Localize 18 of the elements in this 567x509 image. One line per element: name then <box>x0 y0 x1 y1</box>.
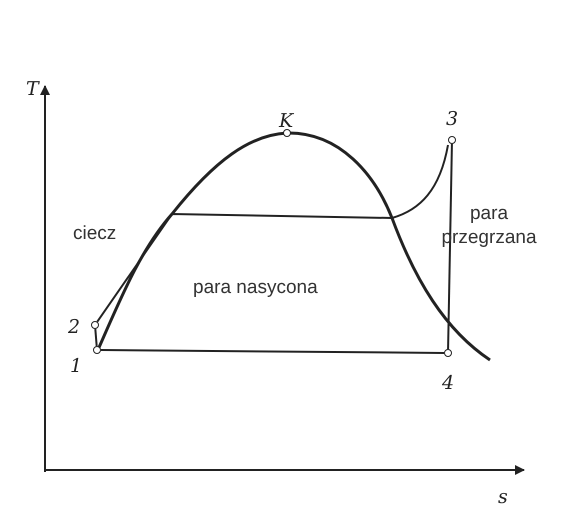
axis-label: s <box>498 488 508 507</box>
point-label: 1 <box>70 357 82 376</box>
point-label: 4 <box>442 374 454 393</box>
state-point <box>93 346 101 354</box>
cycle-line <box>447 144 453 350</box>
state-point <box>91 321 99 329</box>
region-label: ciecz <box>73 222 116 246</box>
point-label: 2 <box>68 318 80 337</box>
cycle-line <box>94 328 98 346</box>
point-label: K <box>279 112 294 131</box>
cycle-line <box>96 144 449 322</box>
state-point <box>448 136 456 144</box>
state-point <box>444 349 452 357</box>
point-label: 3 <box>446 110 458 129</box>
region-label: para nasycona <box>193 276 318 300</box>
axis-label: T <box>26 80 39 99</box>
cycle-line <box>101 349 444 354</box>
state-point <box>283 129 291 137</box>
